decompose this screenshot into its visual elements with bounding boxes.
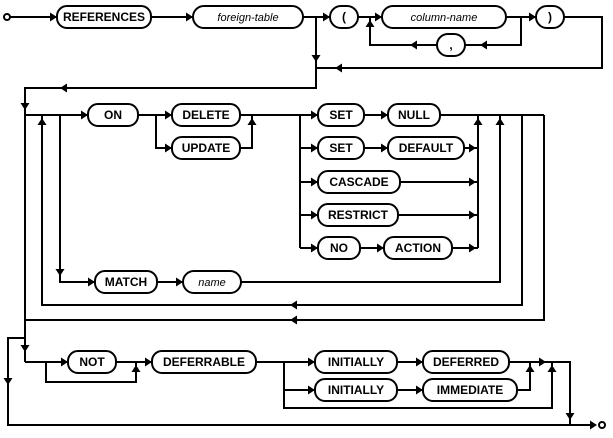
keyword-delete-label: DELETE [182,108,229,122]
keyword-set-2-label: SET [329,141,353,155]
keyword-references: REFERENCES [56,5,152,29]
punct-lparen: ( [329,5,359,29]
keyword-delete: DELETE [171,103,241,127]
keyword-action-label: ACTION [395,241,441,255]
punct-comma: , [436,33,466,57]
punct-comma-label: , [449,38,452,52]
keyword-deferred-label: DEFERRED [433,355,499,369]
keyword-on: ON [87,103,139,127]
connector-lines [7,16,603,426]
keyword-on-label: ON [104,108,122,122]
keyword-immediate-label: IMMEDIATE [437,383,503,397]
keyword-update: UPDATE [171,136,241,160]
keyword-set-1-label: SET [329,108,353,122]
keyword-restrict: RESTRICT [317,203,399,227]
keyword-match-label: MATCH [105,275,147,289]
keyword-initially-2: INITIALLY [314,378,398,402]
keyword-no-label: NO [330,241,348,255]
keyword-references-label: REFERENCES [63,10,145,24]
keyword-not-label: NOT [79,355,105,369]
keyword-initially-2-label: INITIALLY [328,383,384,397]
keyword-default-label: DEFAULT [399,141,454,155]
keyword-no: NO [317,236,361,260]
keyword-action: ACTION [383,236,453,260]
punct-comma-box [436,33,466,57]
nonterminal-column-name-label: column-name [411,12,478,24]
punct-rparen-label: ) [548,10,552,24]
keyword-set-1: SET [317,103,365,127]
keyword-deferred: DEFERRED [422,350,510,374]
keyword-set-2: SET [317,136,365,160]
keyword-deferrable-label: DEFERRABLE [163,355,245,369]
nonterminal-foreign-table-label: foreign-table [217,12,278,24]
punct-rparen: ) [535,5,565,29]
keyword-deferrable: DEFERRABLE [151,350,257,374]
keyword-initially-1: INITIALLY [314,350,398,374]
end-terminal-icon [598,421,606,429]
keyword-null: NULL [387,103,441,127]
keyword-initially-1-label: INITIALLY [328,355,384,369]
punct-lparen-label: ( [342,10,346,24]
start-terminal-icon [3,13,11,21]
nonterminal-foreign-table: foreign-table [192,5,304,29]
arrowheads [3,12,597,430]
keyword-update-label: UPDATE [182,141,230,155]
nonterminal-name-label: name [198,277,226,289]
nonterminal-column-name: column-name [381,5,507,29]
keyword-cascade: CASCADE [317,170,401,194]
keyword-restrict-label: RESTRICT [328,208,389,222]
keyword-default: DEFAULT [387,136,465,160]
keyword-cascade-label: CASCADE [329,175,388,189]
keyword-null-label: NULL [398,108,430,122]
keyword-match: MATCH [94,270,158,294]
keyword-immediate: IMMEDIATE [422,378,518,402]
keyword-not: NOT [67,350,117,374]
nonterminal-name: name [182,270,242,294]
